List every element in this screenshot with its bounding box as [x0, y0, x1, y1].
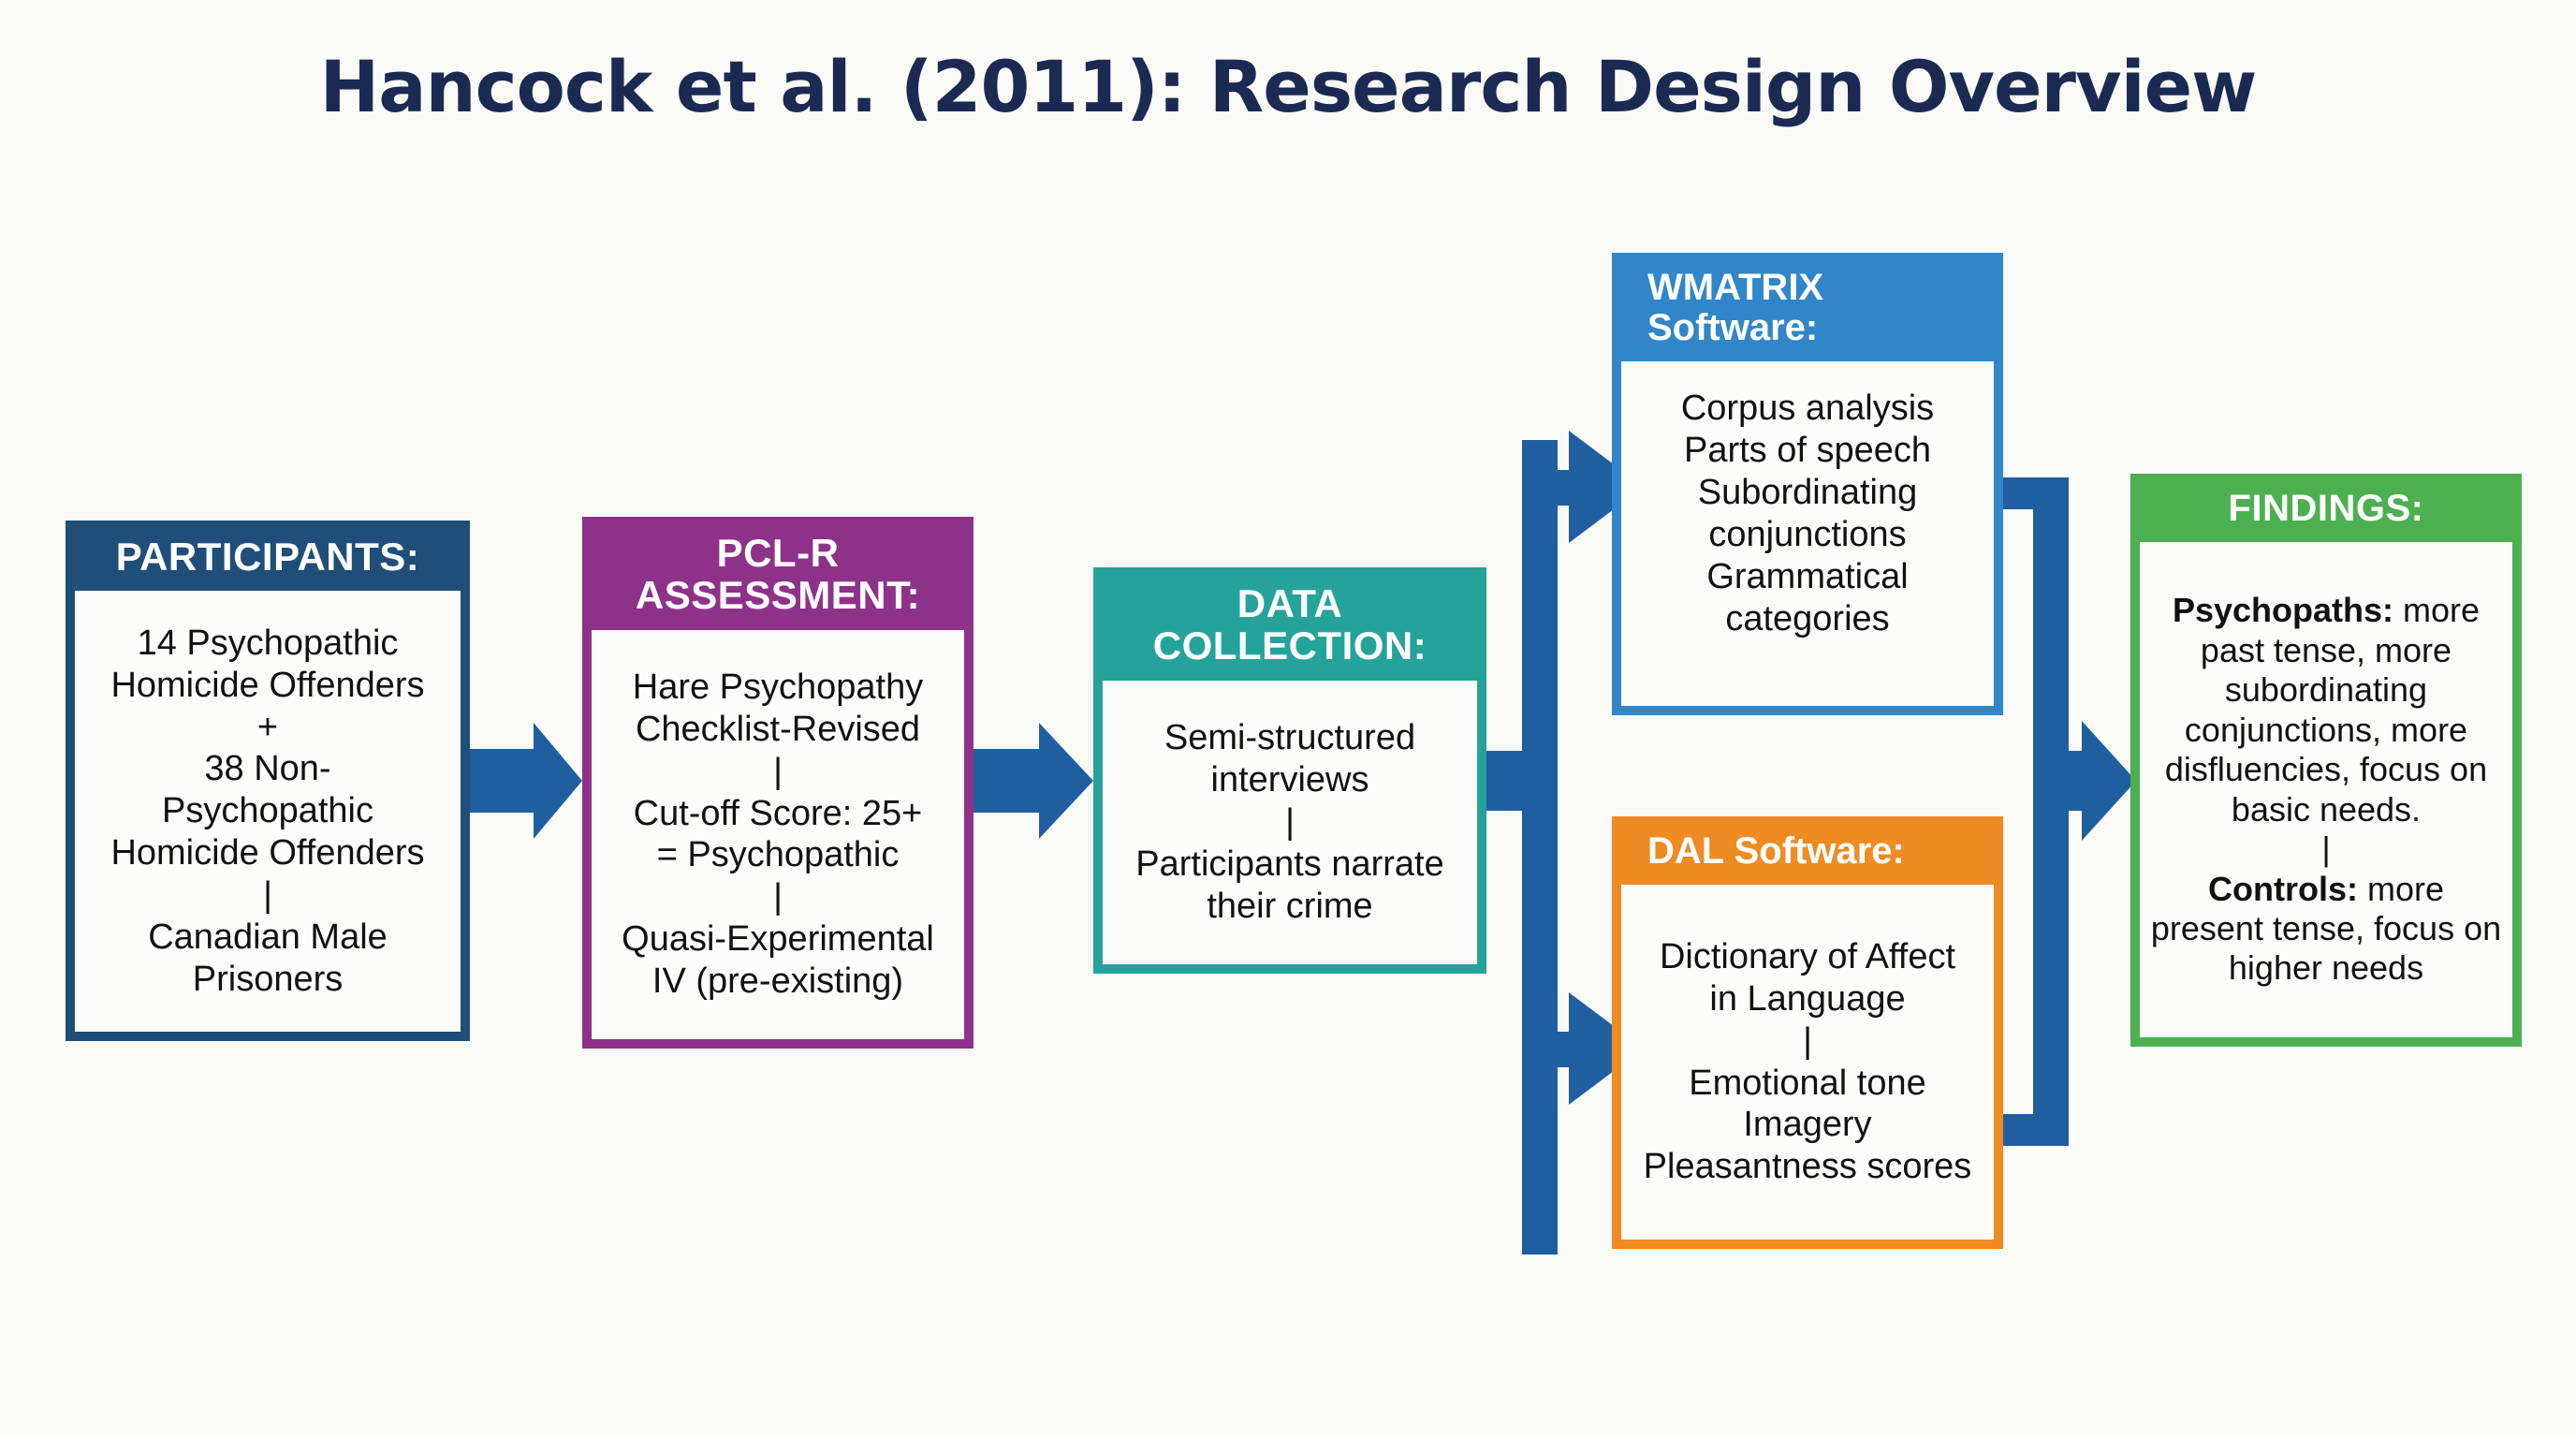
pclr-line-5: = Psychopathic — [656, 835, 900, 875]
box-wmatrix-body: Corpus analysis Parts of speech Subordin… — [1621, 361, 1994, 706]
datacollection-line-3: | — [1285, 801, 1295, 842]
participants-line-5: Psychopathic — [161, 791, 373, 831]
wmatrix-line-5: Grammatical — [1706, 556, 1909, 596]
dal-line-6: Pleasantness scores — [1643, 1147, 1972, 1187]
box-pcl-r-body: Hare Psychopathy Checklist-Revised | Cut… — [592, 629, 964, 1039]
wmatrix-line-3: Subordinating — [1697, 473, 1918, 513]
pclr-line-7: Quasi-Experimental — [622, 919, 934, 960]
box-pcl-r-assessment[interactable]: PCL-R ASSESSMENT: Hare Psychopathy Check… — [582, 517, 973, 1049]
box-findings[interactable]: FINDINGS: Psychopaths: more past tense, … — [2130, 474, 2522, 1047]
wmatrix-line-6: categories — [1725, 598, 1890, 638]
box-findings-header: FINDINGS: — [2228, 488, 2424, 529]
findings-controls-label: Controls: — [2207, 869, 2358, 908]
dal-line-4: Emotional tone — [1689, 1063, 1926, 1103]
pclr-line-2: Checklist-Revised — [635, 709, 921, 749]
participants-line-1: 14 Psychopathic — [137, 623, 399, 663]
participants-line-7: | — [263, 874, 272, 915]
box-dal-software[interactable]: DAL Software: Dictionary of Affect in La… — [1612, 816, 2003, 1249]
wmatrix-header-line-1: WMATRIX — [1647, 267, 1824, 308]
wmatrix-header-line-2: Software: — [1647, 307, 1819, 349]
box-data-collection-header: DATA COLLECTION: — [1093, 567, 1486, 681]
box-dal-body: Dictionary of Affect in Language | Emoti… — [1621, 885, 1994, 1240]
box-findings-body: Psychopaths: more past tense, more subor… — [2140, 542, 2512, 1037]
findings-controls-text: more present tense, focus on higher need… — [2150, 869, 2502, 988]
dal-line-2: in Language — [1709, 978, 1906, 1019]
box-participants[interactable]: PARTICIPANTS: 14 Psychopathic Homicide O… — [66, 521, 470, 1041]
wmatrix-line-2: Parts of speech — [1683, 431, 1932, 471]
pclr-line-1: Hare Psychopathy — [632, 668, 924, 708]
wmatrix-line-1: Corpus analysis — [1680, 389, 1935, 429]
arrow-software-merge-to-findings — [2003, 477, 2136, 1146]
participants-line-8: Canadian Male — [148, 917, 388, 957]
participants-line-9: Prisoners — [192, 959, 344, 999]
participants-line-4: 38 Non- — [204, 749, 331, 789]
pclr-line-8: IV (pre-existing) — [651, 961, 904, 1001]
pclr-line-3: | — [773, 751, 783, 791]
dal-line-1: Dictionary of Affect — [1659, 937, 1956, 977]
box-wmatrix-software[interactable]: WMATRIX Software: Corpus analysis Parts … — [1612, 253, 2003, 715]
box-wmatrix-header: WMATRIX Software: — [1612, 253, 2003, 361]
findings-separator: | — [2321, 829, 2331, 869]
datacollection-header-line-2: COLLECTION: — [1152, 624, 1427, 668]
box-data-collection[interactable]: DATA COLLECTION: Semi-structured intervi… — [1093, 567, 1486, 974]
dal-line-5: Imagery — [1743, 1105, 1872, 1145]
box-participants-body: 14 Psychopathic Homicide Offenders + 38 … — [75, 591, 461, 1032]
box-data-collection-body: Semi-structured interviews | Participant… — [1103, 680, 1477, 964]
findings-psychopaths-label: Psychopaths: — [2172, 591, 2394, 630]
wmatrix-line-4: conjunctions — [1708, 514, 1907, 554]
arrow-participants-to-pclr — [470, 723, 582, 839]
box-participants-header: PARTICIPANTS: — [115, 535, 420, 579]
datacollection-line-2: interviews — [1210, 760, 1369, 800]
findings-psychopaths-text: more past tense, more subordinating conj… — [2164, 591, 2488, 829]
participants-line-2: Homicide Offenders — [110, 665, 425, 705]
participants-line-3: + — [256, 707, 279, 747]
datacollection-line-1: Semi-structured — [1164, 718, 1416, 758]
pclr-header-line-1: PCL-R — [716, 531, 840, 575]
pclr-header-line-2: ASSESSMENT: — [635, 573, 921, 618]
participants-line-6: Homicide Offenders — [110, 833, 425, 873]
box-dal-header: DAL Software: — [1647, 830, 1905, 872]
box-pcl-r-header: PCL-R ASSESSMENT: — [582, 517, 973, 630]
datacollection-line-4: Participants narrate — [1135, 844, 1444, 884]
pclr-line-6: | — [773, 877, 783, 917]
arrow-pclr-to-datacollection — [973, 723, 1093, 839]
datacollection-line-5: their crime — [1207, 886, 1373, 926]
dal-line-3: | — [1803, 1020, 1812, 1061]
datacollection-header-line-1: DATA — [1237, 581, 1343, 625]
page-title: Hancock et al. (2011): Research Design O… — [319, 45, 2258, 128]
pclr-line-4: Cut-off Score: 25+ — [633, 793, 923, 833]
